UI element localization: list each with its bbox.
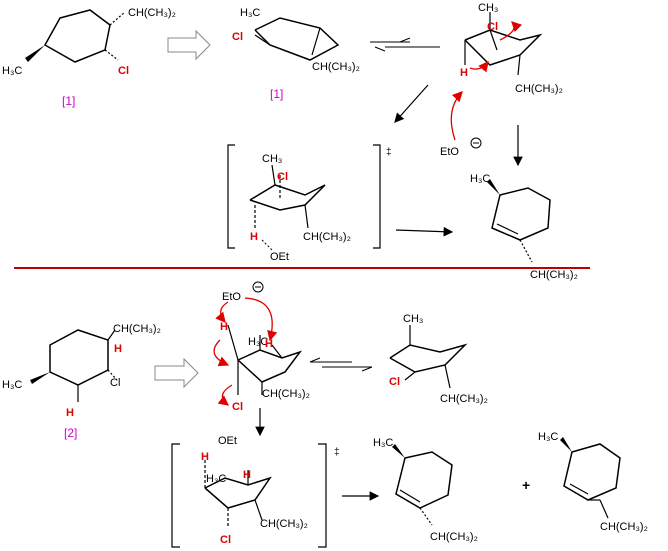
chair-1f-h-label: H (460, 67, 468, 79)
ts-2-h1-label: H (201, 451, 209, 463)
electron-arrow-6 (213, 339, 230, 367)
ts-1-dagger: ‡ (386, 147, 392, 158)
ts-1-ipr-label: CH(CH₃)₂ (303, 231, 351, 243)
ts-2-ch3-label: H₃C (206, 473, 226, 485)
compound-1-ch3-label: H₃C (2, 65, 22, 77)
compound-1-label: [1] (62, 94, 75, 108)
ethoxide-1-label: EtO (440, 146, 459, 158)
ts-1-brackets (227, 144, 381, 249)
chair-1f-cl-label: Cl (487, 21, 498, 33)
ethoxide-2-charge (252, 281, 264, 293)
chair-2f-ipr-label: CH(CH₃)₂ (440, 393, 488, 405)
chair-2-cl-label: Cl (232, 401, 243, 413)
compound-2-cl-label: Cl (110, 377, 120, 389)
ts-2-dagger: ‡ (334, 447, 340, 458)
ethoxide-2-label: EtO (222, 291, 241, 303)
product-2a-ring (392, 444, 453, 526)
chair-2f-cl-label: Cl (389, 376, 400, 388)
arrow-ts1-to-product (395, 226, 454, 237)
chair-2-h2-label: H (265, 338, 273, 350)
electron-arrow-4 (215, 301, 229, 323)
chair-1 (254, 17, 340, 61)
chair-2 (227, 324, 303, 395)
ts-2-h2-label: H (243, 469, 251, 481)
chair-1-ch3-label: H₃C (240, 7, 260, 19)
chair-2-h1-label: H (220, 321, 228, 333)
product-2a-ipr-label: CH(CH₃)₂ (430, 531, 478, 543)
product-2b-ring (560, 437, 621, 519)
product-1-ipr-label: CH(CH₃)₂ (530, 269, 578, 281)
ts-2-oet-label: OEt (218, 435, 237, 447)
product-2b-ipr-label: CH(CH₃)₂ (600, 521, 648, 533)
ethoxide-1-charge (470, 137, 482, 149)
electron-arrow-2 (499, 21, 523, 41)
chair-1f-ipr-label: CH(CH₃)₂ (515, 83, 563, 95)
ts-1-chair (249, 164, 326, 229)
compound-2-hexagon (30, 329, 118, 402)
compound-1-ipr-label: CH(CH₃)₂ (128, 7, 176, 19)
chair-1f-ch3-label: CH₃ (478, 2, 498, 14)
compound-2-label: [2] (64, 426, 77, 440)
compound-2-ipr-label: CH(CH₃)₂ (113, 323, 161, 335)
chair-1-flipped (464, 12, 543, 76)
product-1-ring (487, 179, 551, 263)
chair-1-cl-label: Cl (232, 31, 243, 43)
product-1-ch3-label: H₃C (470, 173, 490, 185)
electron-arrow-1 (469, 60, 489, 73)
compound-2-h1-label: H (114, 343, 122, 355)
compound-2-ch3-label: H₃C (2, 379, 22, 391)
ts-1-ch3-label: CH₃ (262, 153, 282, 165)
compound-1-hexagon (25, 9, 126, 63)
electron-arrow-5 (244, 297, 278, 342)
compound-2-h2-label: H (66, 407, 74, 419)
ts-2-brackets (171, 443, 327, 548)
chair-2f-ch3-label: CH₃ (403, 313, 423, 325)
ts-1-cl-label: Cl (277, 171, 288, 183)
ts-1-oet-label: OEt (270, 251, 289, 263)
product-2b-ch3-label: H₃C (538, 431, 558, 443)
electron-arrow-3 (450, 91, 463, 141)
retro-arrow-1 (167, 29, 211, 61)
arrow-to-ts-1 (394, 84, 429, 123)
compound-1-cl-label: Cl (118, 65, 129, 77)
chair-2-ch3-label: H₃C (248, 336, 268, 348)
ts-2-ipr-label: CH(CH₃)₂ (260, 518, 308, 530)
retro-arrow-2 (154, 357, 199, 389)
plus-sign: + (522, 477, 530, 493)
electron-arrow-7 (217, 384, 233, 406)
chair-1-ipr-label: CH(CH₃)₂ (312, 61, 360, 73)
ts-2-chair (204, 460, 272, 528)
chair-2-ipr-label: CH(CH₃)₂ (262, 388, 310, 400)
chair-2-flipped (389, 325, 468, 389)
product-2a-ch3-label: H₃C (373, 437, 393, 449)
ts-2-cl-label: Cl (220, 534, 231, 546)
ts-1-h-label: H (250, 231, 258, 243)
chair-1-label: [1] (270, 87, 283, 101)
